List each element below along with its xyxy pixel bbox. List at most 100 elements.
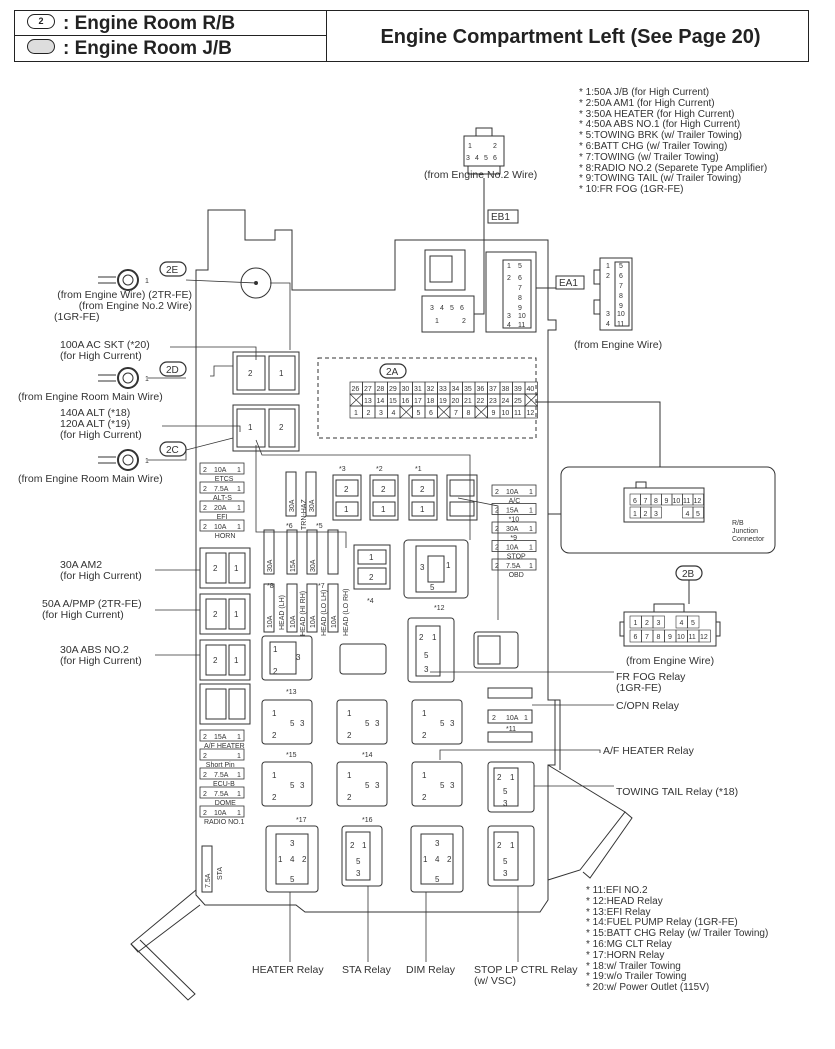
label-from-engine-wire-2b: (from Engine Wire) [626, 655, 715, 667]
note-bottom-item: * 13:EFI Relay [586, 906, 651, 918]
svg-text:10: 10 [617, 311, 625, 318]
svg-text:2: 2 [493, 143, 497, 150]
svg-text:1: 1 [234, 656, 239, 665]
fuse-body [491, 484, 537, 497]
fuse-body [199, 481, 245, 494]
eb1-socket-a [424, 249, 466, 291]
pin-label: 7 [454, 410, 458, 417]
svg-text:3: 3 [296, 653, 301, 662]
svg-text:2: 2 [422, 731, 427, 740]
fuse-amp: 20A [214, 505, 227, 512]
svg-text:*7: *7 [318, 583, 325, 590]
fuse-body [491, 503, 537, 515]
fuse-name: STOP [507, 554, 526, 561]
fuse-name: ALT-S [213, 495, 232, 502]
fuse-body [199, 786, 245, 799]
b2-pin-label: 6 [634, 634, 638, 641]
pin-label: 25 [514, 398, 522, 405]
svg-text:3: 3 [450, 719, 455, 728]
svg-text:10A: 10A [331, 615, 338, 628]
label-ac-skt: 100A AC SKT (*20)(for High Current) [60, 339, 150, 362]
fuse-name: RADIO NO.1 [204, 819, 245, 826]
note-top-item: * 3:50A HEATER (for High Current) [579, 108, 735, 120]
svg-text:1: 1 [524, 715, 528, 722]
svg-text:*14: *14 [362, 752, 373, 759]
svg-text:3: 3 [466, 155, 470, 162]
svg-text:7: 7 [619, 283, 623, 290]
pin-label: 39 [514, 386, 522, 393]
svg-text:1: 1 [347, 709, 352, 718]
svg-text:1: 1 [606, 263, 610, 270]
svg-text:1: 1 [446, 561, 451, 570]
svg-text:3: 3 [450, 781, 455, 790]
fuse-amp: 10A [214, 524, 227, 531]
pin-label: 3 [379, 410, 383, 417]
fuse-pin: 1 [529, 489, 533, 496]
pin-label: 16 [402, 398, 410, 405]
b2-pin-cell [687, 615, 700, 629]
svg-text:3: 3 [424, 665, 429, 674]
fuse-body [199, 519, 245, 532]
note-bottom-item: * 15:BATT CHG Relay (w/ Trailer Towing) [586, 928, 769, 940]
svg-text:1: 1 [423, 855, 428, 864]
note-top-item: * 4:50A ABS NO.1 (for High Current) [579, 119, 741, 131]
notes-top: * 1:50A J/B (for High Current)* 2:50A AM… [579, 87, 767, 196]
pin-label: 11 [514, 410, 521, 417]
eb1-external-connector [463, 127, 505, 315]
fuse-body [491, 540, 537, 552]
pin-label: 31 [414, 386, 422, 393]
fuse-pin: 2 [203, 734, 207, 741]
star-3: *3 [339, 466, 346, 473]
note-top-item: * 2:50A AM1 (for High Current) [579, 97, 715, 109]
pin-label: 26 [352, 386, 360, 393]
fuse-pin: 2 [495, 489, 499, 496]
fuse-pin: 1 [529, 508, 533, 515]
pin-label: 28 [377, 386, 385, 393]
fuse-pin: 1 [237, 791, 241, 798]
svg-text:STA: STA [217, 867, 224, 880]
svg-text:*5: *5 [316, 523, 323, 530]
svg-text:*16: *16 [362, 817, 373, 824]
fuse-pin: 2 [203, 753, 207, 760]
svg-text:5: 5 [290, 719, 295, 728]
pin-label: 30 [402, 386, 410, 393]
svg-text:5: 5 [365, 781, 370, 790]
fuse-pin: 1 [529, 563, 533, 570]
label-2e: 2E [166, 265, 179, 276]
b2-pin-label: 8 [657, 634, 661, 641]
ea1-socket [485, 251, 537, 333]
fuse-pin: 2 [203, 467, 207, 474]
rb-pin-label: 2 [644, 511, 648, 518]
svg-text:2: 2 [606, 273, 610, 280]
svg-text:2: 2 [350, 841, 355, 850]
connector-2b [619, 580, 721, 647]
svg-text:9: 9 [518, 305, 522, 312]
svg-text:5: 5 [503, 857, 508, 866]
note-bottom-item: * 16:MG CLT Relay [586, 938, 672, 950]
svg-text:*4: *4 [367, 598, 374, 605]
svg-text:2: 2 [213, 656, 218, 665]
fuse-body [199, 500, 245, 513]
note-top-item: * 10:FR FOG (1GR-FE) [579, 184, 684, 196]
svg-text:10: 10 [518, 313, 526, 320]
pin-label: 17 [414, 398, 422, 405]
pin-blank [349, 393, 363, 407]
svg-text:5: 5 [424, 651, 429, 660]
pin-label: 27 [364, 386, 372, 393]
svg-text:2: 2 [347, 793, 352, 802]
fuse-name: ETCS [215, 476, 234, 483]
svg-text:2: 2 [302, 855, 307, 864]
fuse-pin: 1 [237, 505, 241, 512]
svg-text:1: 1 [507, 263, 511, 270]
label-towing-tail-relay: TOWING TAIL Relay (*18) [616, 786, 739, 798]
svg-text:3: 3 [300, 781, 305, 790]
label-from-engine-wire-ea1: (from Engine Wire) [574, 339, 663, 351]
pin-label: 10 [502, 410, 510, 417]
svg-text:2: 2 [462, 318, 466, 325]
b2-pin-cell [652, 615, 665, 629]
label-sta-relay: STA Relay [342, 964, 391, 976]
note-top-item: * 1:50A J/B (for High Current) [579, 87, 710, 98]
svg-text:1: 1 [344, 505, 349, 514]
